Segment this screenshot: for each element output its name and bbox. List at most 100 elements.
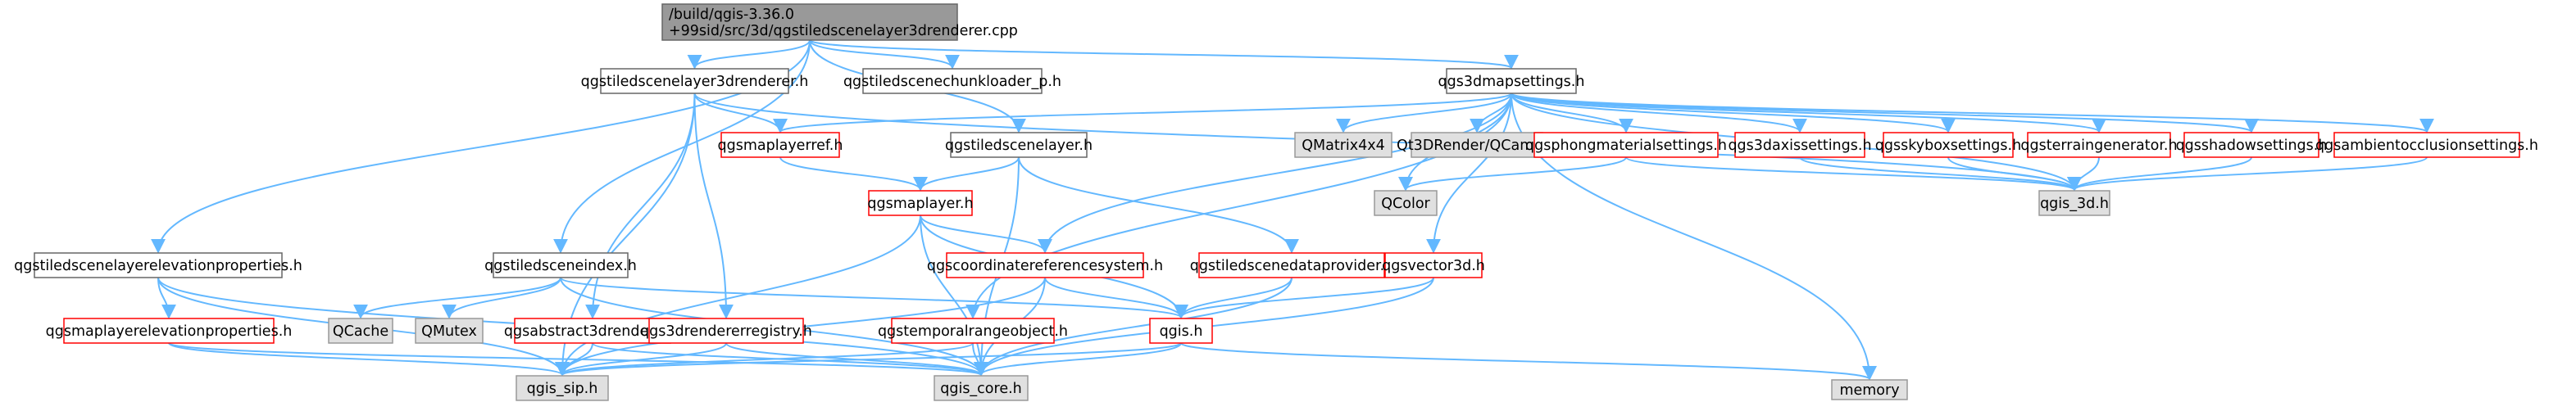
node-box-chunkloader bbox=[862, 68, 1043, 94]
edge-l3drenderer-to-maplayerref bbox=[693, 93, 788, 133]
edge-dataprovider-to-qgiscore bbox=[974, 277, 1293, 377]
edge-ambient-to-qgis3d bbox=[2067, 156, 2428, 192]
node-label-temporal-0: qgstemporalrangeobject.h bbox=[878, 323, 1068, 340]
edge-mapsettings3d-to-terrain bbox=[1511, 93, 2106, 133]
node-label-qgiscore-0: qgis_core.h bbox=[940, 381, 1022, 397]
nodes-layer: /build/qgis-3.36.0+99sid/src/3d/qgstiled… bbox=[14, 3, 2538, 401]
node-registry3d[interactable]: qgs3drendererregistry.h bbox=[640, 318, 812, 344]
node-box-qgiscore bbox=[934, 375, 1029, 401]
node-box-shadow bbox=[2183, 132, 2319, 158]
edge-maplayer-to-qgissip bbox=[555, 215, 921, 377]
node-label-registry3d-0: qgs3drendererregistry.h bbox=[640, 323, 812, 340]
node-label-root-0: /build/qgis-3.36.0 bbox=[669, 7, 794, 23]
node-chunkloader[interactable]: qgstiledscenechunkloader_p.h bbox=[843, 68, 1061, 94]
node-label-l3drenderer-0: qgstiledscenelayer3drenderer.h bbox=[581, 74, 809, 90]
node-label-qcolor-0: QColor bbox=[1381, 196, 1430, 212]
edge-phong-to-qgis3d bbox=[1625, 156, 2082, 192]
node-label-maplayerelev-0: qgsmaplayerelevationproperties.h bbox=[46, 323, 293, 340]
edge-sceneindex-to-qmutex bbox=[442, 277, 561, 319]
node-box-terrain bbox=[2027, 132, 2171, 158]
node-box-qcache bbox=[328, 318, 393, 344]
node-box-crs bbox=[946, 252, 1144, 278]
node-terrain[interactable]: qgsterraingenerator.h bbox=[2020, 132, 2178, 158]
node-box-axis bbox=[1734, 132, 1865, 158]
node-label-qgish-0: qgis.h bbox=[1160, 323, 1203, 340]
node-box-dataprovider bbox=[1198, 252, 1385, 278]
edge-qgish-to-memory bbox=[1180, 342, 1877, 381]
node-label-axis-0: qgs3daxissettings.h bbox=[1728, 138, 1871, 154]
node-box-elevprops bbox=[34, 252, 283, 278]
node-axis[interactable]: qgs3daxissettings.h bbox=[1728, 132, 1872, 158]
node-ambient[interactable]: qgsambientocclusionsettings.h bbox=[2315, 132, 2538, 158]
node-label-dataprovider-0: qgstiledscenedataprovider.h bbox=[1190, 258, 1394, 274]
node-root: /build/qgis-3.36.0+99sid/src/3d/qgstiled… bbox=[661, 3, 1018, 41]
edge-tiledscenelayer-to-dataprovider bbox=[1018, 156, 1299, 254]
node-phong[interactable]: qgsphongmaterialsettings.h bbox=[1525, 132, 1727, 158]
node-box-skybox bbox=[1883, 132, 2014, 158]
edge-root-to-chunkloader bbox=[809, 39, 960, 70]
node-box-abstract3d bbox=[514, 318, 671, 344]
node-l3drenderer[interactable]: qgstiledscenelayer3drenderer.h bbox=[581, 68, 809, 94]
node-label-abstract3d-0: qgsabstract3drenderer.h bbox=[504, 323, 681, 340]
node-box-qgissip bbox=[516, 375, 609, 401]
node-label-memory-0: memory bbox=[1839, 382, 1899, 399]
edge-dataprovider-to-qgish bbox=[1174, 277, 1293, 319]
edge-maplayerelev-to-qgissip bbox=[168, 342, 570, 377]
node-box-vector3d bbox=[1384, 252, 1483, 278]
node-elevprops[interactable]: qgstiledscenelayerelevationproperties.h bbox=[14, 252, 302, 278]
node-qgissip: qgis_sip.h bbox=[516, 375, 609, 401]
node-crs[interactable]: qgscoordinatereferencesystem.h bbox=[927, 252, 1163, 278]
node-maplayerelev[interactable]: qgsmaplayerelevationproperties.h bbox=[46, 318, 293, 344]
node-box-mapsettings3d bbox=[1446, 68, 1577, 94]
edge-root-to-mapsettings3d bbox=[809, 39, 1519, 70]
edge-phong-to-qcolor bbox=[1398, 156, 1627, 192]
node-maplayer[interactable]: qgsmaplayer.h bbox=[867, 190, 974, 216]
node-label-mapsettings3d-0: qgs3dmapsettings.h bbox=[1438, 74, 1585, 90]
edge-sceneindex-to-qgish bbox=[560, 277, 1188, 319]
node-vector3d[interactable]: qgsvector3d.h bbox=[1382, 252, 1485, 278]
edge-qgish-to-qgissip bbox=[555, 342, 1182, 377]
node-box-registry3d bbox=[648, 318, 804, 344]
node-tiledscenelayer[interactable]: qgstiledscenelayer.h bbox=[945, 132, 1093, 158]
node-mapsettings3d[interactable]: qgs3dmapsettings.h bbox=[1438, 68, 1585, 94]
edge-mapsettings3d-to-axis bbox=[1511, 93, 1807, 133]
node-qgish[interactable]: qgis.h bbox=[1149, 318, 1213, 344]
node-box-maplayer bbox=[868, 190, 973, 216]
node-qgiscore: qgis_core.h bbox=[934, 375, 1029, 401]
node-abstract3d[interactable]: qgsabstract3drenderer.h bbox=[504, 318, 681, 344]
node-skybox[interactable]: qgsskyboxsettings.h bbox=[1875, 132, 2021, 158]
edge-mapsettings3d-to-qmatrix4x4 bbox=[1336, 93, 1512, 133]
node-memory: memory bbox=[1831, 379, 1908, 400]
node-box-qmatrix4x4 bbox=[1294, 132, 1392, 158]
node-label-root-1: +99sid/src/3d/qgstiledscenelayer3drender… bbox=[669, 23, 1018, 39]
node-sceneindex[interactable]: qgstiledsceneindex.h bbox=[484, 252, 637, 278]
node-label-tiledscenelayer-0: qgstiledscenelayer.h bbox=[945, 138, 1093, 154]
node-label-phong-0: qgsphongmaterialsettings.h bbox=[1525, 138, 1727, 154]
node-temporal[interactable]: qgstemporalrangeobject.h bbox=[878, 318, 1068, 344]
node-shadow[interactable]: qgsshadowsettings.h bbox=[2176, 132, 2328, 158]
node-maplayerref[interactable]: qgsmaplayerref.h bbox=[718, 132, 843, 158]
node-box-memory bbox=[1831, 379, 1908, 400]
node-label-qmutex-0: QMutex bbox=[421, 323, 477, 340]
node-qcamera: Qt3DRender/QCamera bbox=[1397, 132, 1557, 158]
node-label-terrain-0: qgsterraingenerator.h bbox=[2020, 138, 2177, 154]
node-box-maplayerelev bbox=[63, 318, 275, 344]
node-label-qcache-0: QCache bbox=[333, 323, 388, 340]
node-label-skybox-0: qgsskyboxsettings.h bbox=[1875, 138, 2021, 154]
node-label-sceneindex-0: qgstiledsceneindex.h bbox=[484, 258, 637, 274]
node-qcache: QCache bbox=[328, 318, 393, 344]
edge-sceneindex-to-qcache bbox=[353, 277, 561, 319]
node-box-qcolor bbox=[1374, 190, 1438, 216]
node-box-qmutex bbox=[415, 318, 484, 344]
edge-maplayerelev-to-qgiscore bbox=[168, 342, 988, 377]
node-qgis3d: qgis_3d.h bbox=[2038, 190, 2110, 216]
node-dataprovider[interactable]: qgstiledscenedataprovider.h bbox=[1190, 252, 1394, 278]
node-label-shadow-0: qgsshadowsettings.h bbox=[2176, 138, 2328, 154]
node-box-qcamera bbox=[1411, 132, 1543, 158]
edge-vector3d-to-qgish bbox=[1174, 277, 1434, 319]
edge-mapsettings3d-to-ambient bbox=[1511, 93, 2434, 133]
node-box-qgis3d bbox=[2038, 190, 2110, 216]
node-label-crs-0: qgscoordinatereferencesystem.h bbox=[927, 258, 1163, 274]
node-box-ambient bbox=[2333, 132, 2520, 158]
